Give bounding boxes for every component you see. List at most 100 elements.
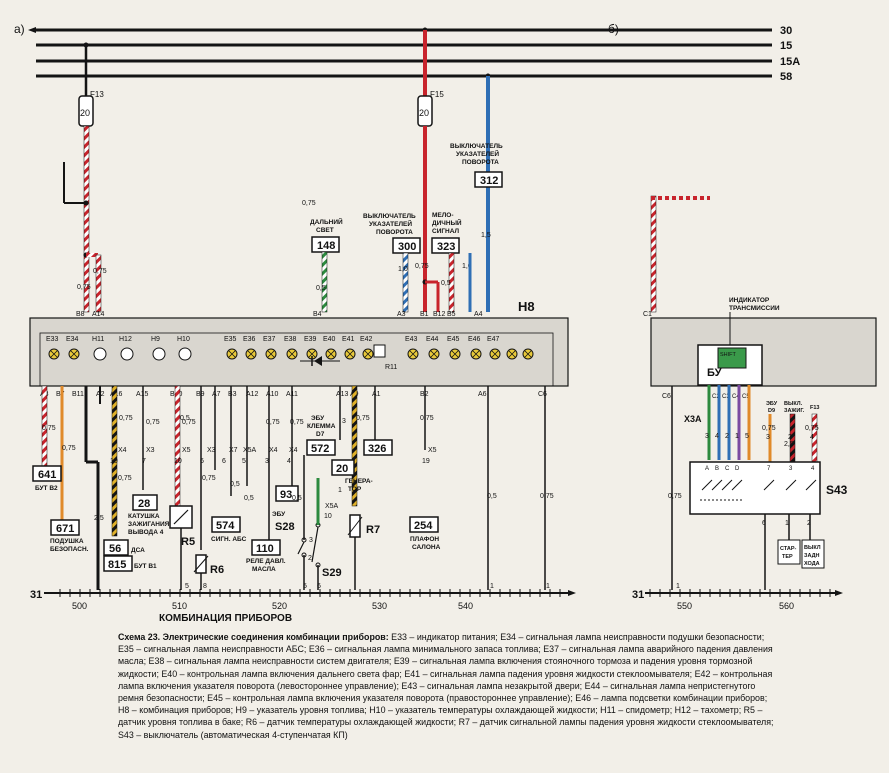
pin-number: 3 — [342, 418, 346, 425]
resistor-r11-label: R11 — [385, 364, 397, 371]
connector-572 — [306, 439, 336, 456]
pin-number: 1 — [338, 487, 342, 494]
connector-x3a-label: Х3А — [684, 414, 702, 424]
wire-size-label: 1,0 — [398, 266, 408, 273]
pin-d: D — [735, 466, 740, 472]
pin-number: 2 — [788, 434, 792, 441]
lamp-label-h12: H12 — [119, 336, 132, 343]
connector-254-text: САЛОНА — [412, 544, 441, 551]
pin-4: 4 — [811, 466, 815, 472]
lamp-label-e36: E36 — [243, 336, 256, 343]
connector-28-num: 28 — [138, 498, 150, 510]
reverse-label: ЗАДН — [804, 553, 820, 559]
connector-56-num: 56 — [109, 543, 121, 555]
connector-815 — [103, 555, 133, 572]
wire-size-label: 0,75 — [119, 415, 133, 422]
reverse-switch-box — [801, 539, 825, 569]
connector-110-text: МАСЛА — [252, 566, 276, 573]
wire-size-label: 0,75 — [202, 475, 216, 482]
wire-size-label: 0,75 — [415, 263, 429, 270]
indicator-label: ИНДИКАТОР — [729, 297, 770, 304]
wire-size-label: 0,75 — [77, 284, 91, 291]
bus-15-label: 15 — [780, 40, 792, 52]
wire-size-label: 0,75 — [805, 425, 819, 432]
connector-110-text: РЕЛЕ ДАВЛ. — [246, 558, 286, 565]
pin-number: 7 — [142, 458, 146, 465]
connector-326 — [363, 439, 393, 456]
pin-number: 5 — [745, 433, 749, 440]
connector-28-text: ЗАЖИГАНИЯ — [128, 521, 170, 528]
ground-tick-label: 560 — [779, 601, 794, 611]
lower-connectors: 641 БУТ В2 671 ПОДУШКА БЕЗОПАСН. 56 ДСА … — [32, 415, 441, 590]
lamp-label-e42: E42 — [360, 336, 373, 343]
pin-number: 3 — [265, 458, 269, 465]
ground-31-label-b: 31 — [632, 589, 644, 601]
connector-572-text: D7 — [316, 431, 325, 438]
connector-148-num: 148 — [317, 240, 335, 252]
pin-number: 1 — [735, 433, 739, 440]
wire-size-label: 1,0 — [462, 263, 472, 270]
connector-28-text: КАТУШКА — [128, 513, 160, 520]
switch-s28-label: S28 — [275, 521, 295, 533]
tcu-input-label: ЭБУ — [766, 401, 778, 407]
caption-title: Схема 23. Электрические соединения комби… — [118, 632, 389, 642]
pin-a3: A3 — [397, 311, 406, 318]
connector-326-num: 326 — [368, 443, 386, 455]
connector-93 — [275, 485, 299, 502]
pin-number: 3 — [705, 433, 709, 440]
connector-671 — [50, 519, 80, 536]
pin-a10: A10 — [266, 391, 279, 398]
pin-number: 10 — [324, 513, 332, 520]
connector-148-text: СВЕТ — [316, 227, 334, 234]
connector-20-num: 20 — [336, 463, 348, 475]
ground-tick-label: 510 — [172, 601, 187, 611]
connector-312-text: УКАЗАТЕЛЕЙ — [456, 149, 499, 158]
connector-300-num: 300 — [398, 241, 416, 253]
ground-bus-a: 31 КОМБИНАЦИЯ ПРИБОРОВ — [30, 589, 576, 624]
lamp-label-h11: H11 — [92, 336, 104, 343]
connector-x4-label: X4 — [269, 447, 278, 454]
ground-tick-label: 550 — [677, 601, 692, 611]
connector-572-text: КЛЕММА — [307, 423, 336, 430]
lamp-label-h10: H10 — [177, 336, 190, 343]
tcu-label: БУ — [707, 367, 722, 379]
lamp-label-e37: E37 — [263, 336, 276, 343]
connector-x5-label: X5 — [182, 447, 191, 454]
pin-a4: A4 — [474, 311, 483, 318]
connector-148-text: ДАЛЬНИЙ — [310, 217, 343, 226]
h8-label: H8 — [518, 299, 535, 314]
gauge-icon — [120, 347, 134, 361]
wire-size-label: 2,5 — [94, 515, 104, 522]
pin-number: 1 — [785, 520, 789, 527]
connector-300-text: УКАЗАТЕЛЕЙ — [369, 219, 412, 228]
connector-x5a-label: X5A — [325, 503, 339, 510]
pin-a13: A13 — [336, 391, 349, 398]
pin-a1: A1 — [372, 391, 381, 398]
wire-size-label: 0,75 — [118, 475, 132, 482]
connector-56 — [103, 539, 129, 556]
pin-number: 4 — [810, 434, 814, 441]
switch-s29-label: S29 — [322, 567, 342, 579]
lamp-label-e46: E46 — [468, 336, 481, 343]
lamp-label-e40: E40 — [323, 336, 336, 343]
pin-number: 6 — [762, 520, 766, 527]
pin-b4: B4 — [313, 311, 322, 318]
panel-a-label: а) — [14, 22, 25, 36]
wire-size-label: 0,75 — [182, 419, 196, 426]
shift-indicator-label: SHIFT — [720, 352, 737, 358]
connector-x5-label: X5 — [428, 447, 437, 454]
ground-pin-number: 5 — [303, 583, 307, 590]
pin-b1: B1 — [420, 311, 429, 318]
lamp-label-e38: E38 — [284, 336, 297, 343]
wire-size-label: 0,75 — [266, 419, 280, 426]
fuse-ref-label: F13 — [810, 405, 819, 411]
connector-323-num: 323 — [437, 241, 455, 253]
pin-c3: C3 — [722, 394, 730, 400]
wire-size-label: 0,75 — [420, 415, 434, 422]
connector-671-text: ПОДУШКА — [50, 538, 84, 545]
connector-815-text: БУТ В1 — [134, 563, 157, 570]
connector-641-num: 641 — [38, 469, 56, 481]
sensor-r6-label: R6 — [210, 564, 224, 576]
connector-574-num: 574 — [216, 520, 235, 532]
